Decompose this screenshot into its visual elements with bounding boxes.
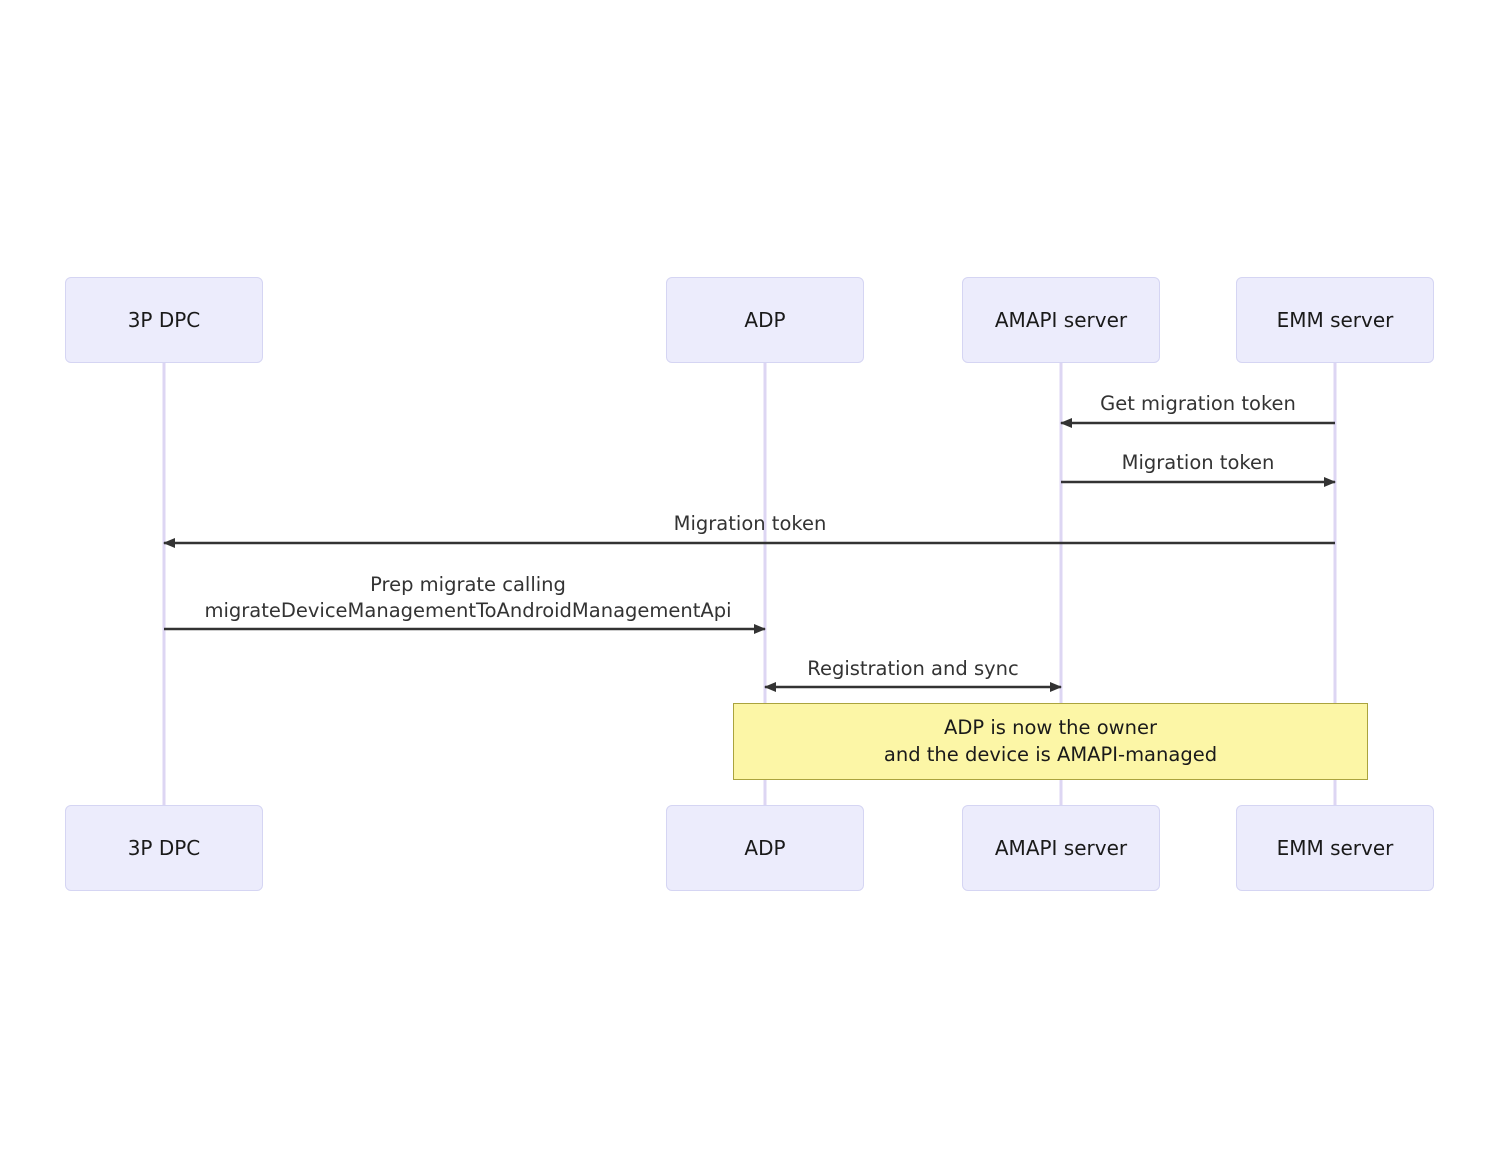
participant-label: AMAPI server [994, 836, 1128, 860]
message-label-line1: Prep migrate calling [370, 573, 566, 596]
participant-amapi-bottom[interactable]: AMAPI server [962, 805, 1160, 891]
participant-label: EMM server [1276, 836, 1394, 860]
note-n1: ADP is now the owner and the device is AM… [733, 703, 1368, 780]
note-line: and the device is AMAPI-managed [883, 742, 1218, 766]
participant-label: EMM server [1276, 308, 1394, 332]
message-label-m3: Migration token [674, 511, 827, 537]
participant-amapi-top[interactable]: AMAPI server [962, 277, 1160, 363]
message-label-line2: migrateDeviceManagementToAndroidManageme… [204, 598, 732, 622]
participant-label: AMAPI server [994, 308, 1128, 332]
note-line: ADP is now the owner [944, 715, 1157, 739]
message-label-m5: Registration and sync [807, 656, 1018, 682]
participant-dpc-bottom[interactable]: 3P DPC [65, 805, 263, 891]
participant-label: 3P DPC [127, 308, 201, 332]
message-label-line1: Migration token [1121, 451, 1275, 474]
message-label-line1: Registration and sync [807, 657, 1019, 680]
participant-adp-bottom[interactable]: ADP [666, 805, 864, 891]
message-label-line1: Migration token [673, 512, 827, 535]
participant-adp-top[interactable]: ADP [666, 277, 864, 363]
participant-dpc-top[interactable]: 3P DPC [65, 277, 263, 363]
participant-label: ADP [744, 836, 786, 860]
participant-emm-top[interactable]: EMM server [1236, 277, 1434, 363]
message-arrows-group [163, 418, 1336, 692]
participant-label: ADP [744, 308, 786, 332]
participant-label: 3P DPC [127, 836, 201, 860]
message-label-line1: Get migration token [1100, 392, 1296, 415]
participant-emm-bottom[interactable]: EMM server [1236, 805, 1434, 891]
message-label-m1: Get migration token [1100, 391, 1296, 417]
message-label-m2: Migration token [1122, 450, 1275, 476]
